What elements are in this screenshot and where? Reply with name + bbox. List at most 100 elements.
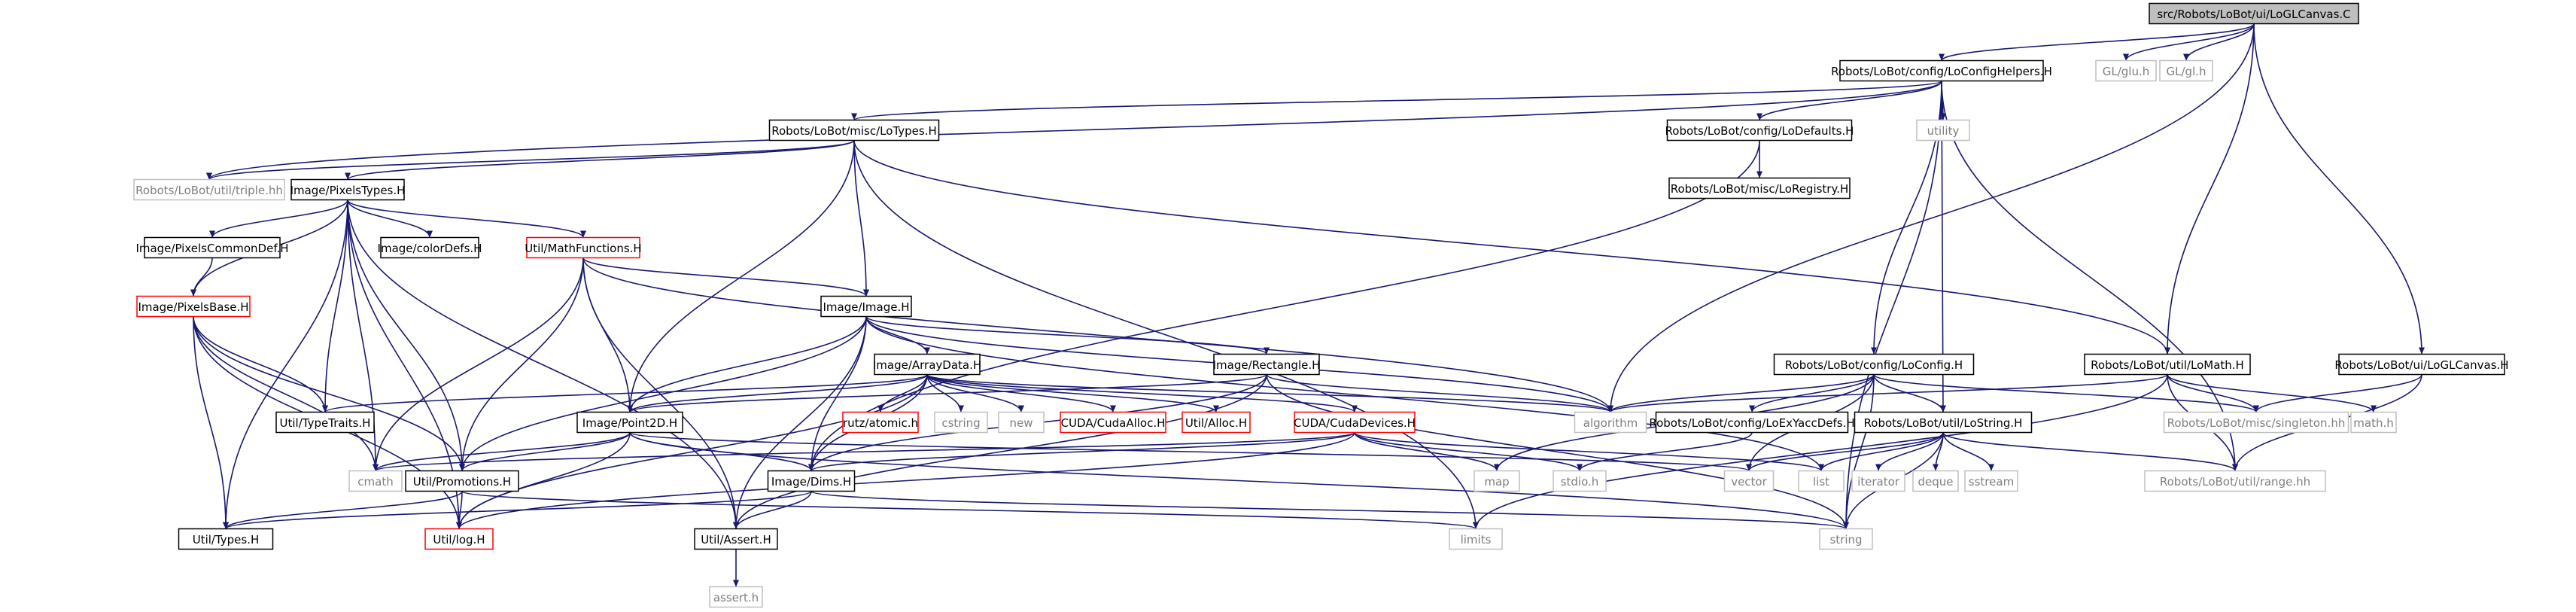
node-cudaalloc[interactable]: CUDA/CudaAlloc.H xyxy=(1060,411,1166,434)
node-cstring[interactable]: cstring xyxy=(934,411,988,434)
node-algorithm[interactable]: algorithm xyxy=(1574,411,1647,434)
node-lostring[interactable]: Robots/LoBot/util/LoString.H xyxy=(1854,411,2033,434)
node-new[interactable]: new xyxy=(998,411,1045,434)
node-math_h[interactable]: math.h xyxy=(2350,411,2397,434)
node-cudadevices[interactable]: CUDA/CudaDevices.H xyxy=(1294,411,1416,434)
node-box[interactable] xyxy=(1474,470,1520,492)
node-box[interactable] xyxy=(874,353,981,376)
node-list[interactable]: list xyxy=(1798,470,1845,492)
node-lomath[interactable]: Robots/LoBot/util/LoMath.H xyxy=(2084,353,2251,376)
node-box[interactable] xyxy=(348,470,403,492)
node-lodefaults[interactable]: Robots/LoBot/config/LoDefaults.H xyxy=(1665,119,1854,142)
node-rutz_atomic[interactable]: rutz/atomic.h xyxy=(842,411,919,434)
node-rectangle[interactable]: Image/Rectangle.H xyxy=(1213,353,1321,376)
node-pixelsbase[interactable]: Image/PixelsBase.H xyxy=(136,295,251,318)
node-box[interactable] xyxy=(1964,470,2018,492)
node-iterator[interactable]: iterator xyxy=(1851,470,1905,492)
node-colordefs[interactable]: Image/colorDefs.H xyxy=(378,236,482,259)
node-singleton[interactable]: Robots/LoBot/misc/singleton.hh xyxy=(2163,411,2349,434)
node-typetraits[interactable]: Util/TypeTraits.H xyxy=(275,411,375,434)
node-stdio[interactable]: stdio.h xyxy=(1553,470,1607,492)
node-mathfunctions[interactable]: Util/MathFunctions.H xyxy=(525,236,642,259)
node-box[interactable] xyxy=(1668,177,1851,199)
node-deque[interactable]: deque xyxy=(1912,470,1959,492)
node-log[interactable]: Util/log.H xyxy=(424,528,494,550)
node-point2d[interactable]: Image/Point2D.H xyxy=(576,411,683,434)
node-box[interactable] xyxy=(290,178,405,201)
node-box[interactable] xyxy=(2350,411,2397,434)
node-box[interactable] xyxy=(1182,411,1251,434)
node-box[interactable] xyxy=(2163,411,2349,434)
node-box[interactable] xyxy=(133,178,285,201)
node-cmath[interactable]: cmath xyxy=(348,470,403,492)
node-root[interactable]: src/Robots/LoBot/ui/LoGLCanvas.C xyxy=(2149,2,2359,25)
node-triple[interactable]: Robots/LoBot/util/triple.hh xyxy=(133,178,285,201)
node-box[interactable] xyxy=(2095,59,2157,82)
node-box[interactable] xyxy=(1854,411,2033,434)
node-string[interactable]: string xyxy=(1819,528,1873,550)
node-alloc[interactable]: Util/Alloc.H xyxy=(1182,411,1251,434)
node-box[interactable] xyxy=(424,528,494,550)
node-box[interactable] xyxy=(1294,411,1416,434)
node-box[interactable] xyxy=(275,411,375,434)
node-box[interactable] xyxy=(1819,528,1873,550)
node-box[interactable] xyxy=(136,295,251,318)
node-box[interactable] xyxy=(2149,2,2359,25)
node-box[interactable] xyxy=(1655,411,1849,434)
node-utility[interactable]: utility xyxy=(1916,119,1970,142)
node-box[interactable] xyxy=(694,528,778,550)
node-box[interactable] xyxy=(709,586,763,608)
node-box[interactable] xyxy=(1553,470,1607,492)
node-image[interactable]: Image/Image.H xyxy=(820,295,912,318)
node-box[interactable] xyxy=(2159,59,2213,82)
node-box[interactable] xyxy=(1574,411,1647,434)
node-sstream[interactable]: sstream xyxy=(1964,470,2018,492)
node-box[interactable] xyxy=(1449,528,1503,550)
node-box[interactable] xyxy=(998,411,1045,434)
node-box[interactable] xyxy=(842,411,919,434)
node-box[interactable] xyxy=(767,470,856,492)
node-box[interactable] xyxy=(1773,353,1975,376)
node-box[interactable] xyxy=(2338,353,2505,376)
node-vector[interactable]: vector xyxy=(1723,470,1775,492)
node-pixelstypes[interactable]: Image/PixelsTypes.H xyxy=(290,178,406,201)
node-map[interactable]: map xyxy=(1474,470,1520,492)
node-box[interactable] xyxy=(1798,470,1845,492)
node-range[interactable]: Robots/LoBot/util/range.hh xyxy=(2144,470,2326,492)
node-box[interactable] xyxy=(405,470,519,492)
node-types[interactable]: Util/Types.H xyxy=(178,528,274,550)
node-lotypes[interactable]: Robots/LoBot/misc/LoTypes.H xyxy=(768,119,940,142)
node-dims[interactable]: Image/Dims.H xyxy=(767,470,856,492)
node-box[interactable] xyxy=(1851,470,1905,492)
node-box[interactable] xyxy=(1916,119,1970,142)
node-arraydata[interactable]: Image/ArrayData.H xyxy=(873,353,981,376)
node-box[interactable] xyxy=(1060,411,1166,434)
node-loglcanvas_h[interactable]: Robots/LoBot/ui/LoGLCanvas.H xyxy=(2334,353,2509,376)
node-box[interactable] xyxy=(526,236,640,259)
node-box[interactable] xyxy=(820,295,912,318)
node-box[interactable] xyxy=(1839,59,2044,82)
node-loconfighelpers[interactable]: Robots/LoBot/config/LoConfigHelpers.H xyxy=(1831,59,2052,82)
node-pixelscommondef[interactable]: Image/PixelsCommonDef.H xyxy=(135,236,289,259)
node-loconfig[interactable]: Robots/LoBot/config/LoConfig.H xyxy=(1773,353,1975,376)
node-promotions[interactable]: Util/Promotions.H xyxy=(405,470,519,492)
node-gl[interactable]: GL/gl.h xyxy=(2159,59,2213,82)
node-box[interactable] xyxy=(2084,353,2251,376)
node-assert[interactable]: Util/Assert.H xyxy=(694,528,778,550)
node-box[interactable] xyxy=(178,528,274,550)
node-box[interactable] xyxy=(1213,353,1320,376)
node-loregistry[interactable]: Robots/LoBot/misc/LoRegistry.H xyxy=(1668,177,1851,199)
node-box[interactable] xyxy=(934,411,988,434)
node-box[interactable] xyxy=(380,236,479,259)
node-box[interactable] xyxy=(576,411,683,434)
node-box[interactable] xyxy=(768,119,940,142)
node-glu[interactable]: GL/glu.h xyxy=(2095,59,2157,82)
node-loextyacc[interactable]: Robots/LoBot/config/LoExYaccDefs.H xyxy=(1649,411,1855,434)
node-box[interactable] xyxy=(1723,470,1775,492)
node-box[interactable] xyxy=(144,236,281,259)
node-box[interactable] xyxy=(2144,470,2326,492)
node-limits[interactable]: limits xyxy=(1449,528,1503,550)
node-box[interactable] xyxy=(1666,119,1853,142)
node-box[interactable] xyxy=(1912,470,1959,492)
node-assert_h[interactable]: assert.h xyxy=(709,586,763,608)
